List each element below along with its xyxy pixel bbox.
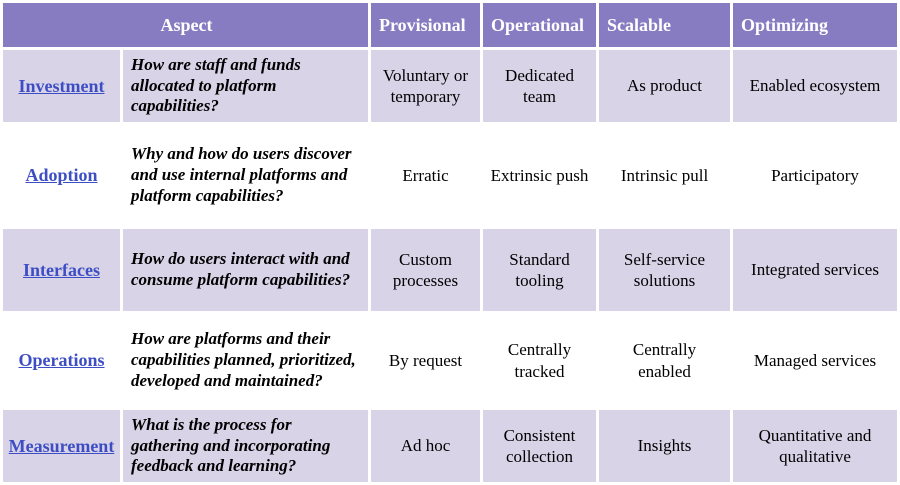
aspect-link-cell: Investment [3, 50, 120, 122]
cell-value-operational: Extrinsic push [483, 125, 596, 226]
column-header-provisional: Provisional [371, 3, 480, 47]
cell-value-scalable: Insights [599, 410, 730, 482]
aspect-link-cell: Interfaces [3, 229, 120, 311]
cell-value-operational: Standard tooling [483, 229, 596, 311]
table-row-operations: Operations How are platforms and their c… [3, 314, 897, 407]
cell-value-optimizing: Managed services [733, 314, 897, 407]
table-row-measurement: Measurement What is the process for gath… [3, 410, 897, 482]
aspect-question: How are platforms and their capabilities… [123, 314, 368, 407]
aspect-link-cell: Measurement [3, 410, 120, 482]
cell-value-scalable: As product [599, 50, 730, 122]
column-header-scalable: Scalable [599, 3, 730, 47]
table-row-investment: Investment How are staff and funds alloc… [3, 50, 897, 122]
cell-value-scalable: Centrally enabled [599, 314, 730, 407]
header-row: Aspect Provisional Operational Scalable … [3, 3, 897, 47]
aspect-link-operations[interactable]: Operations [18, 350, 105, 370]
column-header-optimizing: Optimizing [733, 3, 897, 47]
cell-value-provisional: Voluntary or temporary [371, 50, 480, 122]
aspect-question: What is the process for gathering and in… [123, 410, 368, 482]
cell-value-operational: Dedicated team [483, 50, 596, 122]
aspect-question: Why and how do users discover and use in… [123, 125, 368, 226]
cell-value-provisional: By request [371, 314, 480, 407]
cell-value-optimizing: Quantitative and qualitative [733, 410, 897, 482]
cell-value-provisional: Erratic [371, 125, 480, 226]
table-row-interfaces: Interfaces How do users interact with an… [3, 229, 897, 311]
aspect-link-cell: Adoption [3, 125, 120, 226]
cell-value-scalable: Intrinsic pull [599, 125, 730, 226]
aspect-link-measurement[interactable]: Measurement [8, 435, 115, 456]
column-header-aspect: Aspect [3, 3, 368, 47]
cell-value-optimizing: Integrated services [733, 229, 897, 311]
cell-value-scalable: Self-service solutions [599, 229, 730, 311]
cell-value-operational: Centrally tracked [483, 314, 596, 407]
aspect-link-interfaces[interactable]: Interfaces [23, 259, 100, 280]
aspect-link-adoption[interactable]: Adoption [25, 165, 98, 185]
table-row-adoption: Adoption Why and how do users discover a… [3, 125, 897, 226]
cell-value-optimizing: Participatory [733, 125, 897, 226]
aspect-question: How do users interact with and consume p… [123, 229, 368, 311]
aspect-link-cell: Operations [3, 314, 120, 407]
cell-value-optimizing: Enabled ecosystem [733, 50, 897, 122]
cell-value-operational: Consistent collection [483, 410, 596, 482]
aspect-link-investment[interactable]: Investment [18, 75, 105, 96]
aspect-question: How are staff and funds allocated to pla… [123, 50, 368, 122]
column-header-operational: Operational [483, 3, 596, 47]
cell-value-provisional: Custom processes [371, 229, 480, 311]
cell-value-provisional: Ad hoc [371, 410, 480, 482]
